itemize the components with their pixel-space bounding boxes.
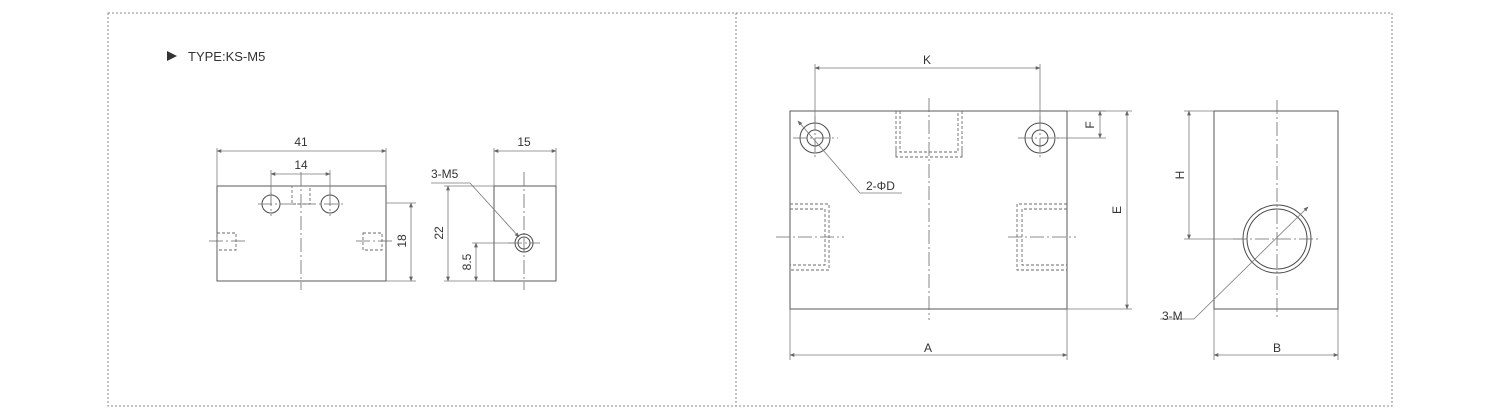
left-side-view: 15 3-M5 22 8.5 <box>431 135 557 290</box>
right-front-top-port <box>895 111 963 158</box>
left-front-side-port-left <box>216 232 237 251</box>
type-header: TYPE:KS-M5 <box>167 49 265 64</box>
dim-41: 41 <box>294 135 308 149</box>
label-2-phi-d: 2-ΦD <box>866 179 895 193</box>
dim-a: A <box>924 341 932 355</box>
right-front-body <box>789 110 1068 310</box>
dim-f: F <box>1083 121 1097 128</box>
dim-14: 14 <box>294 158 308 172</box>
dim-e: E <box>1110 206 1124 214</box>
right-front-view: K F E 2-ΦD A <box>776 53 1132 360</box>
type-label: TYPE:KS-M5 <box>188 49 265 64</box>
left-side-body <box>493 185 557 282</box>
dim-18: 18 <box>395 234 409 248</box>
left-front-top-port <box>291 185 311 205</box>
drawing-frame <box>107 12 1393 407</box>
dim-h: H <box>1173 171 1187 180</box>
play-arrow-icon <box>167 51 177 61</box>
dim-k: K <box>923 53 931 67</box>
left-front-body <box>216 185 387 282</box>
dim-22: 22 <box>432 226 446 240</box>
right-side-body <box>1213 110 1339 310</box>
right-side-view: H 3-M B <box>1160 100 1339 360</box>
dim-15: 15 <box>517 135 531 149</box>
label-3-m5: 3-M5 <box>431 167 459 181</box>
left-front-view: 41 14 18 <box>209 135 416 290</box>
dim-b: B <box>1273 341 1281 355</box>
left-front-side-port-right <box>362 232 383 251</box>
label-3-m: 3-M <box>1162 309 1183 323</box>
dim-8-5: 8.5 <box>460 253 474 270</box>
